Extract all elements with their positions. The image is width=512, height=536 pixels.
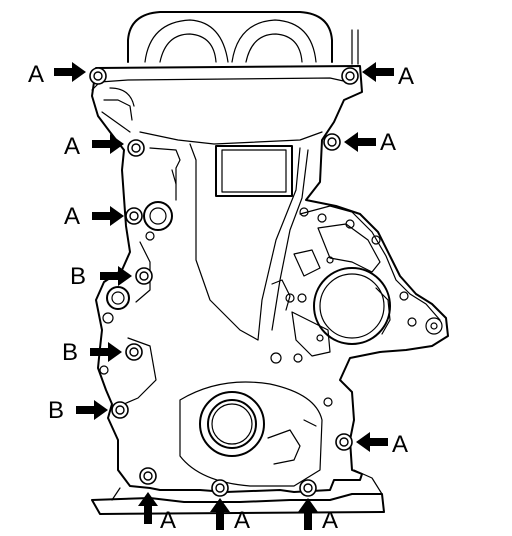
bolt-a-9 [299,479,317,497]
bolt-b-3 [111,401,129,419]
arrow-up-icon [138,492,158,524]
arrow-right-icon [54,62,86,82]
callout-label-a: A [392,431,408,458]
pump-bracket [271,205,443,357]
callout-label-a: A [160,507,176,534]
callout-label-a: A [64,203,80,230]
callout-labels: A A A A A B B B A A A A [28,61,414,534]
camshaft-housing [127,11,359,65]
bolt-a-1 [89,67,107,85]
arrow-left-icon [362,62,394,82]
callout-label-b: B [70,263,86,290]
arrow-left-icon [344,132,376,152]
bolt-a-5 [125,207,143,225]
bolt-b-1 [135,267,153,285]
callout-label-a: A [380,129,396,156]
arrow-up-icon [298,498,318,530]
arrow-right-icon [92,206,124,226]
bolt-a-7 [139,467,157,485]
bolt-b-2 [125,343,143,361]
left-bosses [99,169,177,405]
callout-label-a: A [64,133,80,160]
callout-label-a: A [234,507,250,534]
arrow-right-icon [92,134,124,154]
bolt-a-3 [127,139,145,157]
bolt-a-2 [341,67,359,85]
callout-label-b: B [48,397,64,424]
callout-label-a: A [322,507,338,534]
inspection-window [215,145,293,197]
callout-label-b: B [62,339,78,366]
callout-arrows [54,62,394,530]
callout-label-a: A [398,63,414,90]
bolt-a-8 [211,479,229,497]
arrow-right-icon [90,342,122,362]
arrow-left-icon [356,432,388,452]
arrow-up-icon [210,498,230,530]
arrow-right-icon [76,400,108,420]
bolt-a-6 [335,433,353,451]
bolt-heads [89,67,359,497]
callout-label-a: A [28,61,44,88]
bolt-a-4 [323,133,341,151]
crankshaft-seal [179,352,333,487]
arrow-right-icon [100,266,132,286]
